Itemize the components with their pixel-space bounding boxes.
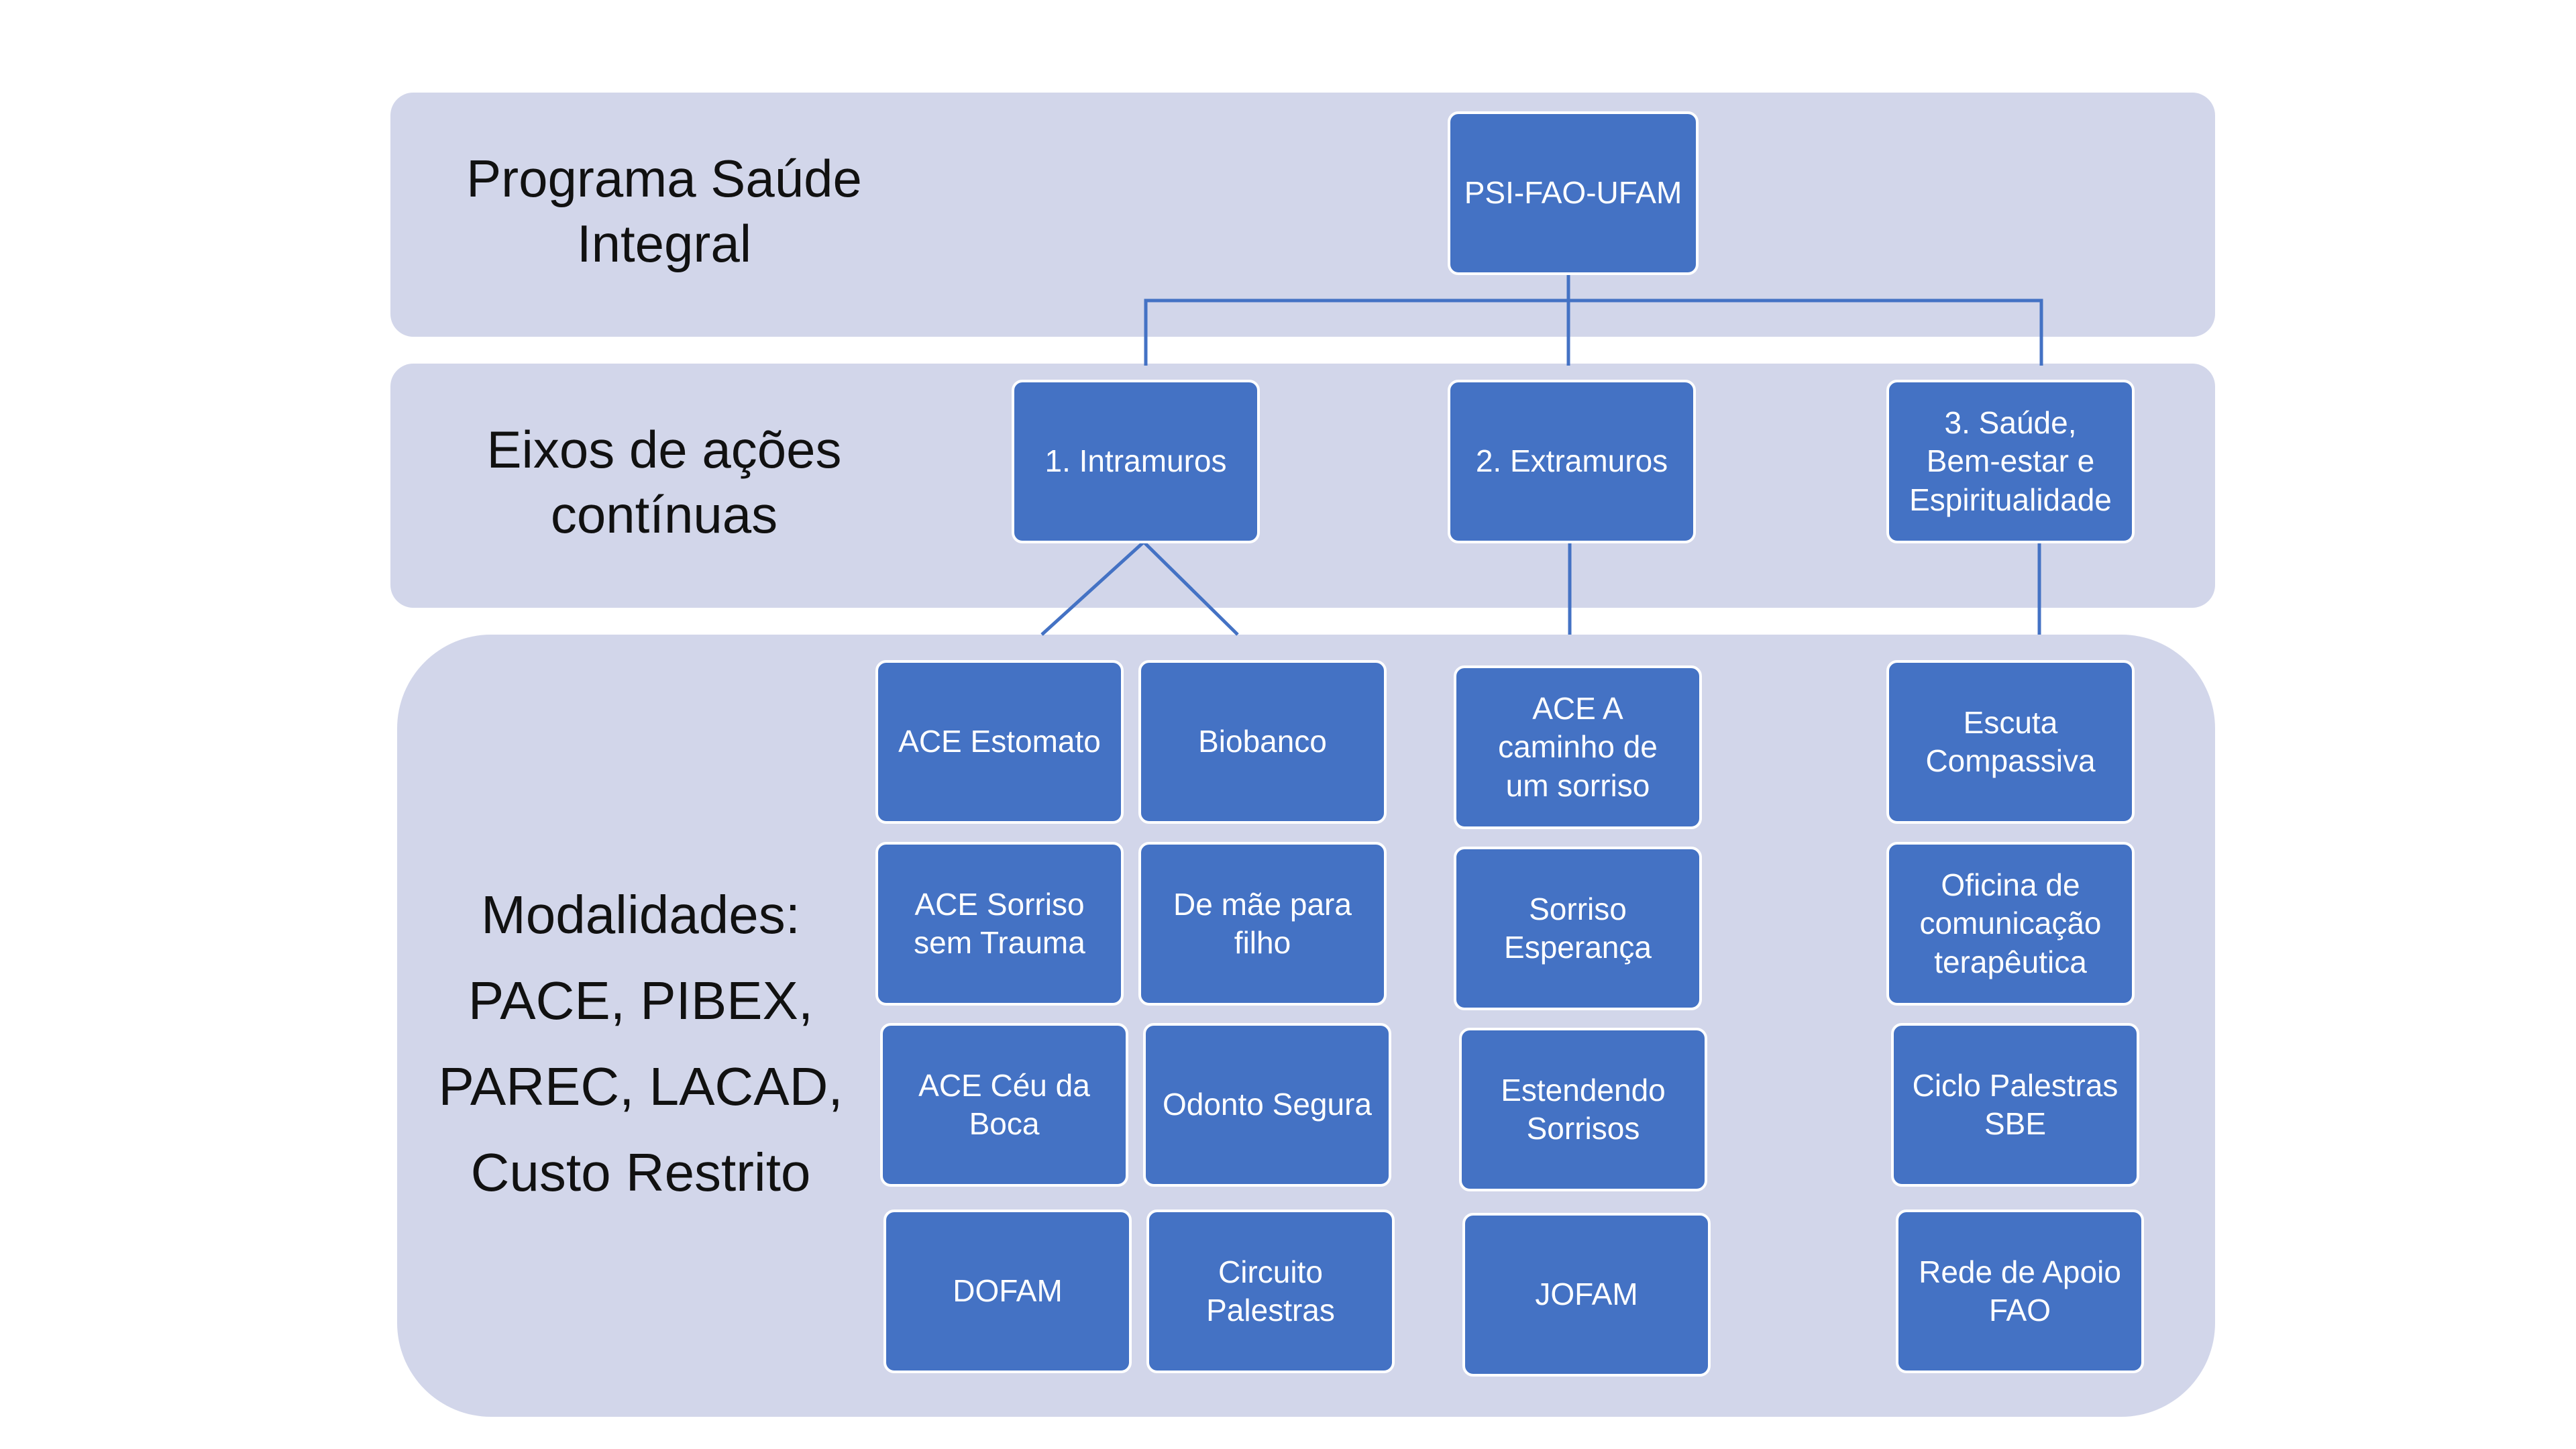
label-modalities-line-4: Custo Restrito [470, 1142, 811, 1202]
modality-sorriso-esperanca[interactable]: Sorriso Esperança [1454, 847, 1702, 1010]
modality-jofam[interactable]: JOFAM [1462, 1213, 1711, 1377]
modality-circuito-palestras[interactable]: Circuito Palestras [1146, 1210, 1395, 1373]
modality-ciclo-palestras-sbe[interactable]: Ciclo Palestras SBE [1891, 1023, 2139, 1187]
axis-node-intramuros[interactable]: 1. Intramuros [1012, 380, 1260, 543]
modality-escuta-compassiva[interactable]: Escuta Compassiva [1886, 660, 2135, 824]
label-modalities-line-2: PACE, PIBEX, [468, 971, 814, 1030]
band-program [390, 93, 2215, 337]
axis-node-saude[interactable]: 3. Saúde, Bem-estar e Espiritualidade [1886, 380, 2135, 543]
label-program: Programa Saúde Integral [466, 149, 862, 273]
modality-ace-estomato[interactable]: ACE Estomato [875, 660, 1124, 824]
modality-ace-sorriso-sem-trauma[interactable]: ACE Sorriso sem Trauma [875, 842, 1124, 1006]
modality-ace-ceu-da-boca[interactable]: ACE Céu da Boca [880, 1023, 1128, 1187]
modality-rede-de-apoio-fao[interactable]: Rede de Apoio FAO [1896, 1210, 2144, 1373]
modality-dofam[interactable]: DOFAM [883, 1210, 1132, 1373]
root-node[interactable]: PSI-FAO-UFAM [1448, 111, 1699, 275]
modality-biobanco[interactable]: Biobanco [1138, 660, 1387, 824]
label-modalities-line-1: Modalidades: [481, 885, 800, 945]
label-modalities: Modalidades: PACE, PIBEX, PAREC, LACAD, … [429, 872, 852, 1216]
modality-de-mae-para-filho[interactable]: De mãe para filho [1138, 842, 1387, 1006]
modality-ace-a-caminho-de-um-sorriso[interactable]: ACE A caminho de um sorriso [1454, 665, 1702, 829]
label-axes: Eixos de ações contínuas [486, 420, 842, 544]
modality-estendendo-sorrisos[interactable]: Estendendo Sorrisos [1459, 1028, 1707, 1191]
modality-oficina-de-comunicacao-terapeutica[interactable]: Oficina de comunicação terapêutica [1886, 842, 2135, 1006]
axis-node-extramuros[interactable]: 2. Extramuros [1448, 380, 1696, 543]
label-modalities-line-3: PAREC, LACAD, [438, 1057, 843, 1116]
modality-odonto-segura[interactable]: Odonto Segura [1143, 1023, 1391, 1187]
